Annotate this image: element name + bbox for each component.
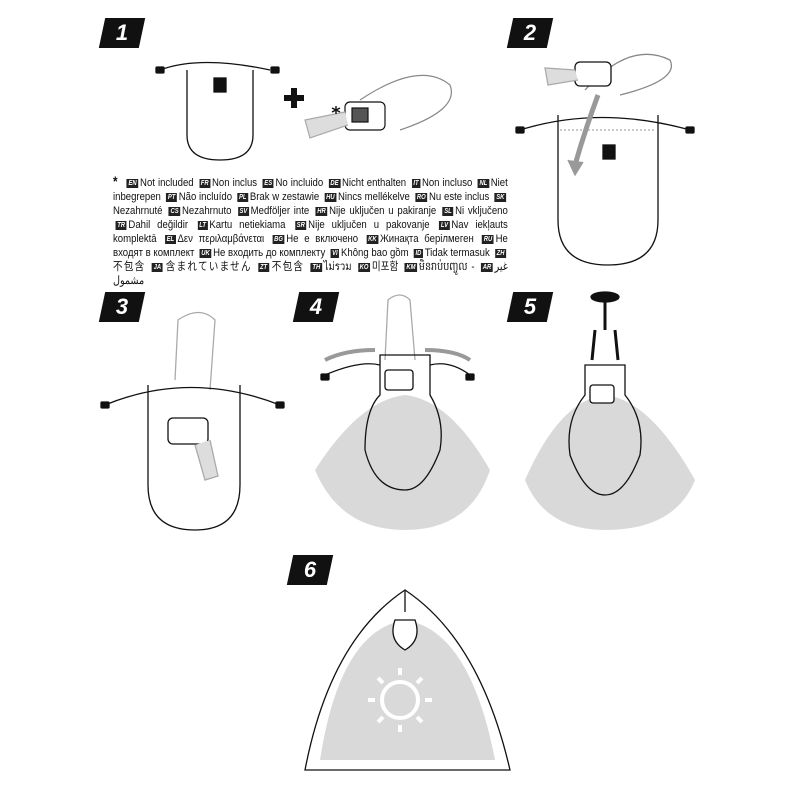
language-code-badge: RU <box>482 235 494 244</box>
translation-text: Tidak termasuk <box>424 247 490 259</box>
step-number: 4 <box>309 294 323 319</box>
translation-text: Nicht enthalten <box>341 177 407 189</box>
translation-text: Ni vključeno <box>455 205 508 217</box>
step1-pouch <box>155 61 280 161</box>
step-badge-3: 3 <box>98 292 146 322</box>
translation-text: 不包含 <box>113 261 146 273</box>
language-code-badge: KK <box>366 235 379 244</box>
plus-icon <box>284 88 304 108</box>
language-code-badge: DE <box>328 179 341 188</box>
step-badge-2: 2 <box>506 18 554 48</box>
step-number: 2 <box>523 20 537 45</box>
translation-text: Medföljer inte <box>250 205 310 217</box>
language-code-badge: LT <box>197 221 208 230</box>
step1-headlamp <box>304 74 452 139</box>
language-code-badge: AR <box>481 263 493 272</box>
language-code-badge: ID <box>413 249 424 258</box>
step3-pouch <box>100 311 285 531</box>
translation-text: Не входят в комплект <box>113 233 508 259</box>
step-badge-5: 5 <box>506 292 554 322</box>
language-code-badge: ZT <box>258 263 269 272</box>
step-number: 6 <box>303 557 317 582</box>
language-code-badge: BG <box>272 235 285 244</box>
translation-text: Không bao gồm <box>341 247 409 259</box>
language-code-badge: SK <box>494 193 507 202</box>
language-code-badge: TR <box>115 221 127 230</box>
translation-text: ไม่รวม <box>323 261 352 273</box>
translation-text: Non incluso <box>421 177 473 189</box>
language-code-badge: ES <box>262 179 274 188</box>
language-code-badge: NL <box>477 179 490 188</box>
translation-text: No incluido <box>275 177 324 189</box>
translation-text: Não incluído <box>178 191 233 203</box>
translation-text: Kartu netiekiama <box>209 219 286 231</box>
language-code-badge: VI <box>330 249 340 258</box>
language-code-badge: UK <box>199 249 212 258</box>
translation-text: Dahil değildir <box>128 219 189 231</box>
translation-text: Жинақта берілмеген <box>379 233 474 245</box>
language-code-badge: EL <box>164 235 176 244</box>
step6-tent <box>304 589 511 771</box>
sun-icon <box>368 668 432 732</box>
step-number: 5 <box>523 294 537 319</box>
language-code-badge: IT <box>411 179 421 188</box>
step2-pouch <box>515 53 695 266</box>
step4-lantern <box>315 294 490 530</box>
language-code-badge: SV <box>237 207 249 216</box>
language-code-badge: PT <box>166 193 178 202</box>
language-code-badge: PL <box>237 193 249 202</box>
asterisk: * <box>113 173 118 189</box>
translation-text: Nu este inclus <box>429 191 490 203</box>
language-code-badge: RO <box>415 193 428 202</box>
step5-hanging-lantern <box>525 291 695 530</box>
step-number: 1 <box>115 20 129 45</box>
translation-text: Nije uključen u pakovanje <box>308 219 430 231</box>
translation-text: Brak w zestawie <box>249 191 320 203</box>
translation-text: មិនរាប់បញ្ចូល - <box>418 261 475 273</box>
translation-text: Non inclus <box>212 177 258 189</box>
translation-text: Не входить до комплекту <box>213 247 326 259</box>
language-code-badge: JA <box>151 263 163 272</box>
translation-text: 미포함 <box>371 261 399 273</box>
language-code-badge: ZH <box>494 249 507 258</box>
language-code-badge: LV <box>439 221 450 230</box>
language-code-badge: SL <box>442 207 454 216</box>
translation-text: Nav iekļauts komplektā <box>113 219 508 245</box>
language-code-badge: KO <box>357 263 371 272</box>
language-code-badge: FR <box>199 179 211 188</box>
language-code-badge: CS <box>168 207 181 216</box>
language-code-badge: HU <box>324 193 337 202</box>
translation-text: Nezahrnuto <box>181 205 232 217</box>
translation-text: Nincs mellékelve <box>337 191 410 203</box>
translation-text: Nije uključen u pakiranje <box>329 205 437 217</box>
asterisk-mark-icon <box>331 106 341 114</box>
step-badge-6: 6 <box>286 555 334 585</box>
language-code-badge: SR <box>294 221 307 230</box>
translation-text: Nezahrnuté <box>113 205 163 217</box>
translation-text: 含まれていません <box>164 261 252 273</box>
step-number: 3 <box>115 294 129 319</box>
translation-text: Не е включено <box>286 233 359 245</box>
language-code-badge: KM <box>404 263 418 272</box>
translation-text: Not included <box>140 177 194 189</box>
step-badge-4: 4 <box>292 292 340 322</box>
translation-text: غير مشمول <box>113 261 508 287</box>
translation-text: 不包含 <box>270 261 305 273</box>
translation-text: Δεν περιλαμβάνεται <box>177 233 265 245</box>
language-code-badge: EN <box>126 179 139 188</box>
language-code-badge: TH <box>310 263 322 272</box>
step-badge-1: 1 <box>98 18 146 48</box>
translation-text: Niet inbegrepen <box>113 177 508 203</box>
language-code-badge: HR <box>315 207 328 216</box>
